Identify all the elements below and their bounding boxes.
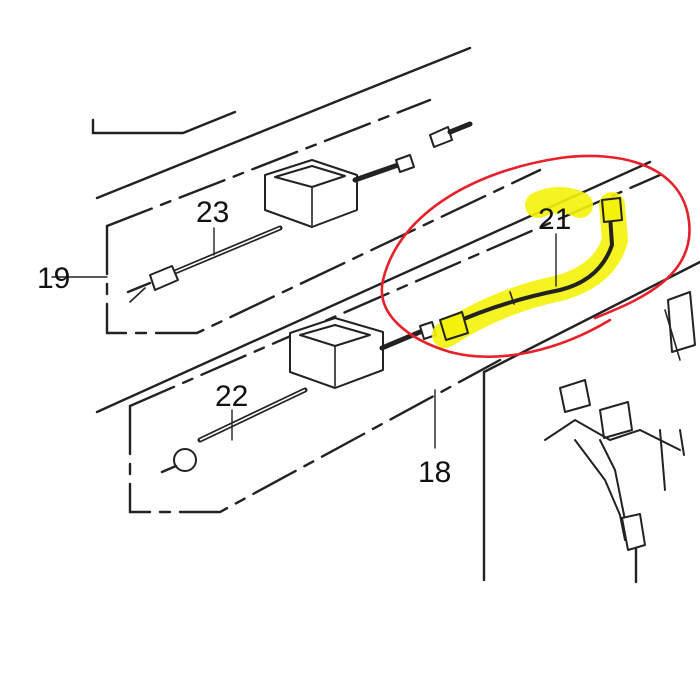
callout-19: 19 (37, 262, 70, 295)
diagonal-line (95, 98, 342, 200)
part-22-transformer (160, 317, 437, 474)
diagonal-line (338, 46, 472, 102)
callout-21: 21 (538, 203, 571, 236)
top-bracket (91, 110, 237, 135)
right-components (544, 291, 696, 551)
right-panel (482, 260, 700, 582)
part-23-transformer (126, 121, 473, 303)
callout-18: 18 (418, 456, 451, 489)
part-21-highlight (432, 187, 629, 348)
callout-23: 23 (196, 196, 229, 229)
bracket-19-top (105, 98, 432, 228)
callout-22: 22 (215, 380, 248, 413)
bracket-18-box (128, 358, 502, 514)
red-circle-annotation (380, 154, 691, 358)
